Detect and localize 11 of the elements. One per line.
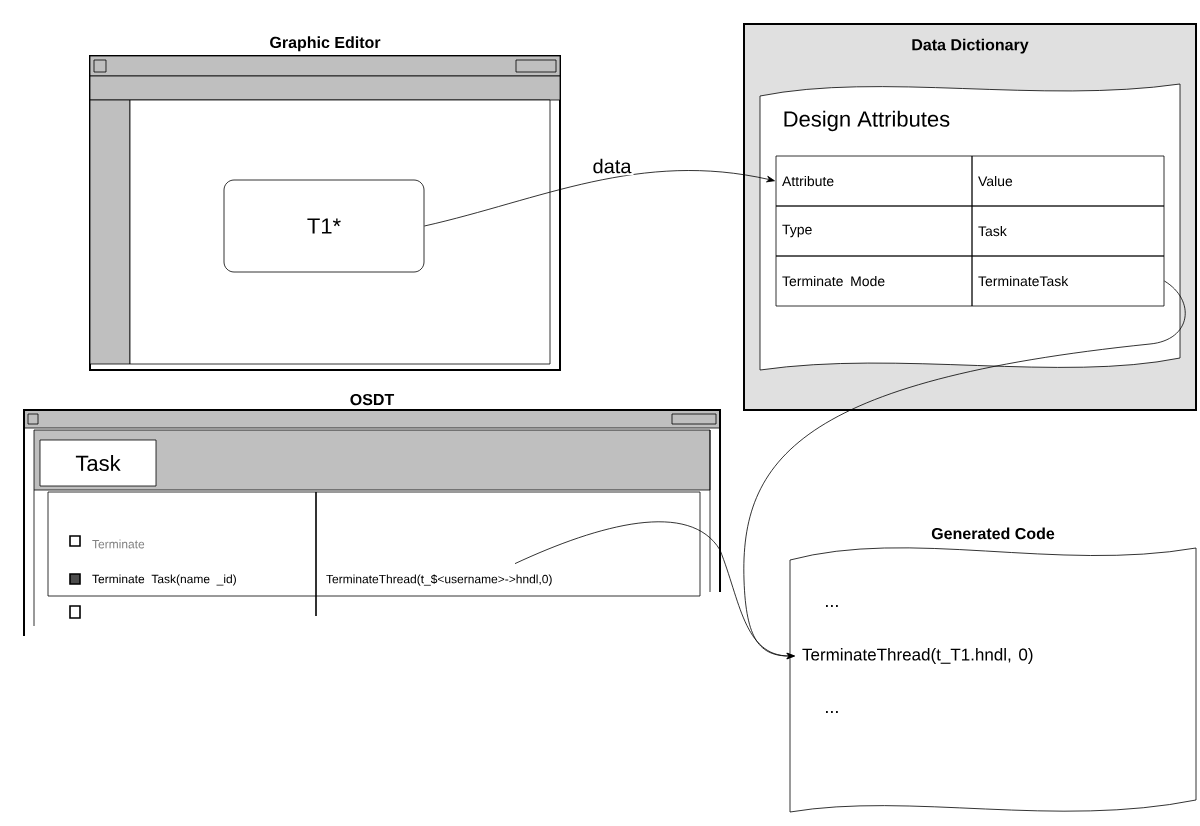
arrow	[514, 521, 795, 660]
task-box: T1*	[223, 179, 425, 273]
ellipsis-text: ...	[826, 605, 838, 607]
tab: Task	[39, 439, 157, 487]
code-line: TerminateThread(t_T1.hndl, 0)	[802, 648, 1033, 664]
ellipsis-text: ...	[826, 711, 838, 713]
node-label: Graphic Editor	[270, 36, 381, 52]
arrow	[424, 170, 775, 227]
edge-label: data	[593, 158, 632, 174]
node-label: Generated Code	[931, 527, 1055, 540]
node-label: OSDT	[350, 393, 395, 406]
